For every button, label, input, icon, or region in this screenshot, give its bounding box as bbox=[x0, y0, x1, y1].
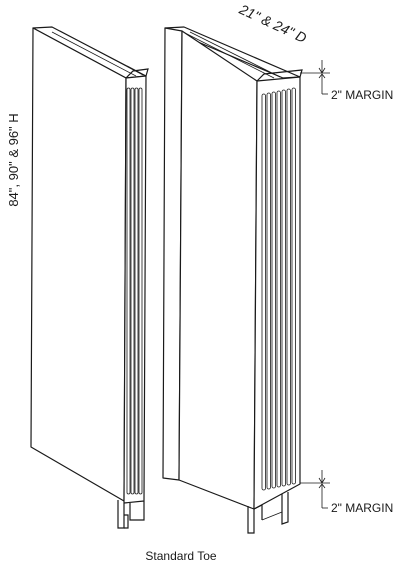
left-end-panel bbox=[30, 26, 149, 529]
right-panel-fluting bbox=[261, 87, 296, 491]
top-margin-label: 2" MARGIN bbox=[331, 88, 393, 102]
caption: Standard Toe bbox=[145, 549, 216, 563]
left-panel-fluting bbox=[126, 87, 143, 495]
right-panel-toe bbox=[247, 492, 289, 534]
height-label: 84", 90" & 96" H bbox=[6, 113, 21, 206]
top-margin-dimension bbox=[300, 60, 330, 95]
right-end-panel bbox=[162, 26, 303, 534]
left-panel-toe bbox=[117, 500, 145, 529]
depth-label: 21" & 24" D bbox=[236, 1, 309, 46]
bottom-margin-dimension bbox=[300, 470, 330, 509]
bottom-margin-label: 2" MARGIN bbox=[331, 501, 393, 515]
